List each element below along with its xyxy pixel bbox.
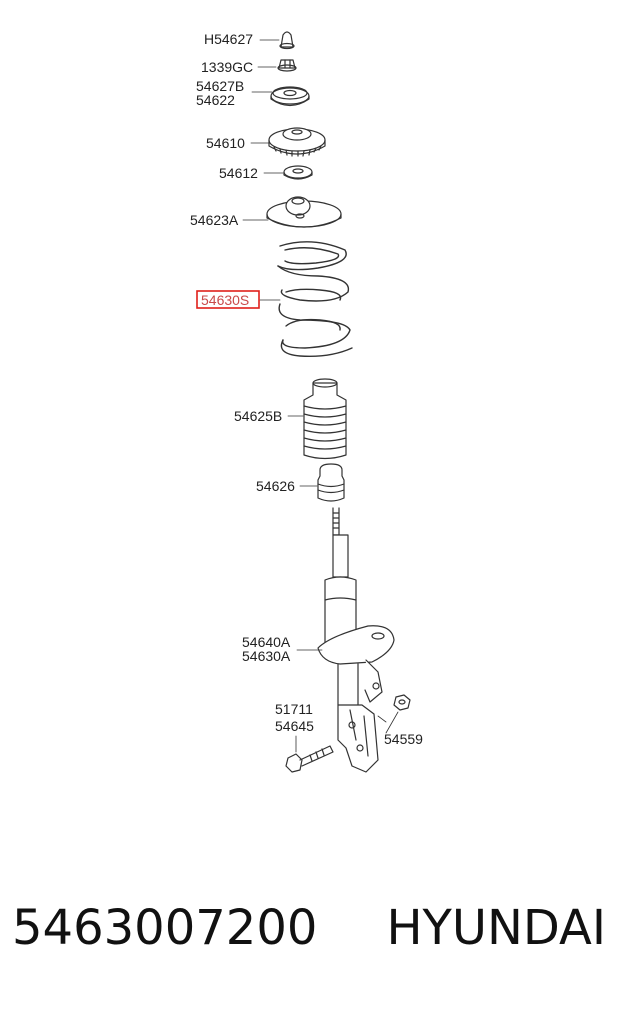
label-54630s: 54630S <box>201 292 249 308</box>
bolt-part <box>285 745 334 773</box>
brand-name: HYUNDAI <box>386 900 606 956</box>
part-number: 5463007200 <box>12 900 318 956</box>
label-54610: 54610 <box>206 135 245 151</box>
cap-part <box>279 31 295 50</box>
strut-body-part <box>317 507 395 773</box>
label-54630a: 54630A <box>242 648 291 664</box>
label-51711: 51711 <box>275 701 313 717</box>
mount-part <box>268 127 326 157</box>
label-54623a: 54623A <box>190 212 239 228</box>
bump-stop-part <box>317 463 345 502</box>
washer-part <box>270 86 310 107</box>
label-h54627: H54627 <box>204 31 253 47</box>
lower-nut-part <box>393 694 411 711</box>
dust-boot-part <box>303 378 347 460</box>
strut-exploded-diagram: H54627 1339GC 54627B 54622 54610 54612 5… <box>190 31 423 773</box>
label-54625b: 54625B <box>234 408 282 424</box>
label-54626: 54626 <box>256 478 295 494</box>
label-54640a: 54640A <box>242 634 291 650</box>
label-54627b: 54627B <box>196 78 244 94</box>
label-54612: 54612 <box>219 165 258 181</box>
seat-part <box>266 196 342 228</box>
coil-spring-part <box>277 241 353 358</box>
nut-part <box>277 59 297 72</box>
highlight-box <box>196 290 260 309</box>
label-54622: 54622 <box>196 92 235 108</box>
highlighted-part-label[interactable]: 54630S <box>196 290 260 309</box>
label-54559: 54559 <box>384 731 423 747</box>
label-54645: 54645 <box>275 718 314 734</box>
label-1339gc: 1339GC <box>201 59 253 75</box>
footer: 5463007200 HYUNDAI <box>0 900 620 980</box>
bearing-part <box>283 165 313 180</box>
